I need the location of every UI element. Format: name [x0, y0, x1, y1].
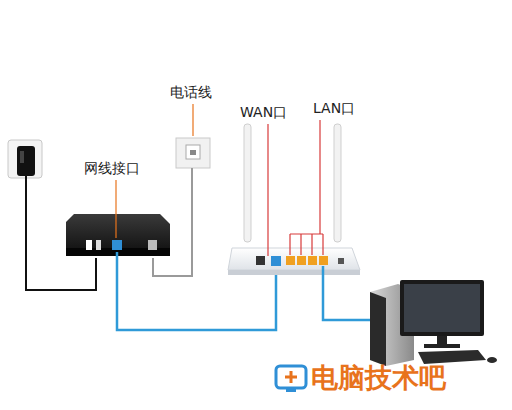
leader-line [267, 124, 268, 256]
computer [370, 280, 497, 366]
watermark-icon [276, 366, 306, 392]
leader-bracket [290, 120, 323, 255]
leader-line [192, 104, 193, 136]
watermark: 电脑技术吧 [311, 362, 446, 394]
port-label: WAN口 [240, 104, 287, 121]
port-label: LAN口 [313, 100, 355, 117]
router [228, 124, 360, 275]
modem [66, 214, 170, 256]
cable-label: 电话线 [170, 84, 212, 101]
power-socket [8, 140, 42, 178]
phone-socket [176, 138, 210, 168]
port-label: 网线接口 [84, 160, 140, 177]
leader-line [115, 180, 116, 238]
network-cable [323, 266, 374, 320]
